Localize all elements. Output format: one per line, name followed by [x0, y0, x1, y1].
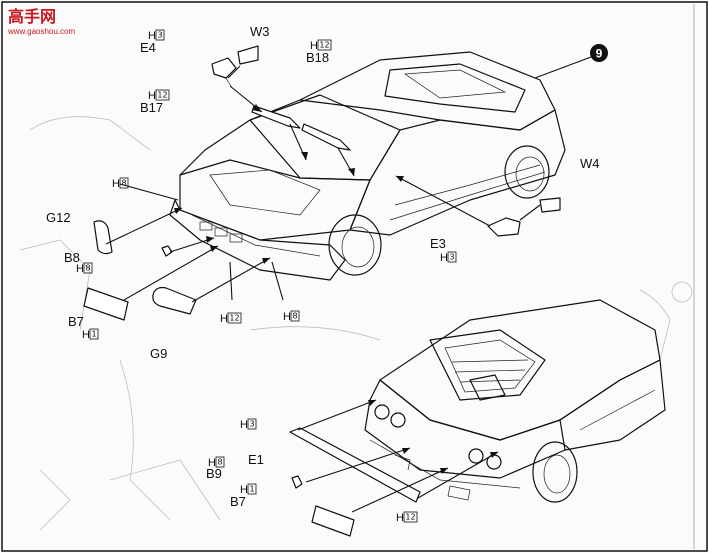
h-code-box	[227, 312, 242, 324]
h-code-box	[83, 262, 93, 274]
step-badge: 9	[590, 44, 608, 62]
part-label-w4: W4	[580, 156, 600, 171]
part-label-g9: G9	[150, 346, 167, 361]
part-g9-shape	[152, 286, 197, 315]
h-prefix: H	[220, 313, 228, 325]
h-code-box	[155, 89, 170, 101]
h-code-number: 8	[217, 458, 222, 467]
h-code-number: 8	[292, 312, 297, 321]
front-car-body	[169, 51, 566, 281]
part-b18-shape	[301, 123, 351, 151]
h-code-number: 1	[91, 330, 96, 339]
h-prefix: H	[112, 178, 120, 190]
part-e4-shape	[211, 57, 237, 79]
front-parts	[83, 45, 561, 321]
front-arrows	[105, 65, 541, 303]
part-label-e4: E4	[140, 40, 156, 55]
h-code-number: 8	[85, 264, 90, 273]
part-e3-shape	[487, 217, 521, 237]
part-label-b7: B7	[68, 314, 84, 329]
watermark-url: www.gaoshou.com	[7, 27, 75, 36]
part-e1-shape	[289, 427, 421, 503]
part-b7-shape	[83, 287, 129, 321]
h-code-box	[247, 483, 257, 495]
h-code-box	[447, 251, 457, 263]
h-prefix: H	[240, 419, 248, 431]
part-label-w3: W3	[250, 24, 270, 39]
h-code-box	[119, 177, 129, 189]
background-ghost-lines	[19, 116, 693, 531]
step-number: 9	[596, 47, 603, 61]
h-prefix: H	[82, 329, 90, 341]
part-label-e1: E1	[248, 452, 264, 467]
h-code-box	[403, 511, 418, 523]
h-code-box	[290, 310, 300, 322]
h-prefix: H	[208, 457, 216, 469]
part-w4-shape	[539, 197, 561, 213]
part-label-b8: B8	[64, 250, 80, 265]
h-code-number: 12	[405, 513, 415, 522]
rear-arrows	[297, 399, 499, 513]
part-b17-shape	[251, 105, 301, 129]
h-prefix: H	[283, 311, 291, 323]
h-code-number: 3	[157, 31, 162, 40]
h-code-box	[317, 39, 332, 51]
part-label-b7r: B7	[230, 494, 246, 509]
watermark-logo: 高手网 www.gaoshou.com	[7, 7, 75, 36]
h-prefix: H	[76, 263, 84, 275]
part-w3-shape	[237, 45, 259, 65]
step-leader	[534, 56, 592, 79]
h-prefix: H	[148, 30, 156, 42]
watermark-brand: 高手网	[8, 7, 56, 26]
part-label-b18: B18	[306, 50, 329, 65]
part-b8-shape	[161, 245, 173, 257]
h-prefix: H	[396, 512, 404, 524]
rear-car-body	[364, 299, 666, 503]
h-code-box	[215, 456, 225, 468]
h-code-box	[155, 29, 165, 41]
h-code-box	[247, 418, 257, 430]
h-code-number: 12	[229, 314, 239, 323]
h-code-number: 1	[249, 485, 254, 494]
part-g12-shape	[93, 220, 113, 255]
h-code-number: 12	[319, 41, 329, 50]
h-prefix: H	[240, 484, 248, 496]
part-label-b9: B9	[206, 466, 222, 481]
h-code-box	[89, 328, 99, 340]
rear-parts	[289, 427, 421, 537]
h-code-number: 3	[449, 253, 454, 262]
h-prefix: H	[148, 90, 156, 102]
part-label-b17: B17	[140, 100, 163, 115]
part-b9-shape	[291, 475, 303, 489]
h-code-number: 12	[157, 91, 167, 100]
h-prefix: H	[440, 252, 448, 264]
part-b7r-shape	[311, 505, 355, 537]
h-code-number: 8	[121, 179, 126, 188]
part-label-e3: E3	[430, 236, 446, 251]
part-label-g12: G12	[46, 210, 71, 225]
h-code-number: 3	[249, 420, 254, 429]
h-prefix: H	[310, 40, 318, 52]
